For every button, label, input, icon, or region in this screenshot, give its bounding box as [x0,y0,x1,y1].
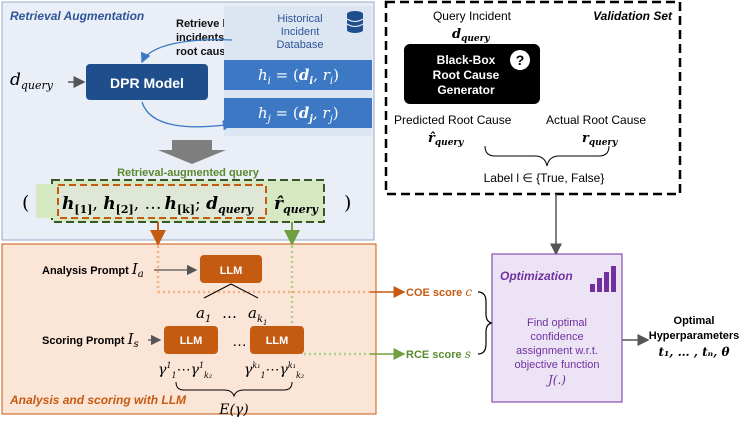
seq-text: h[1], h[2], …h[k]; dquery [62,194,254,216]
ak-text: ak1 [248,304,267,327]
opt-body-2: confidence [530,331,583,343]
validation-title: Validation Set [593,9,673,23]
llm-scoring-label-1: LLM [180,335,203,347]
hj-bar [224,98,372,128]
return-arrow [141,101,234,131]
label-brace [484,145,610,167]
opt-output-params: t₁, … , tₙ, θ [658,345,729,359]
dquery-left: dquery [10,70,54,92]
coe-score-label: COE score c [406,285,472,299]
seq-left-fill [36,184,56,218]
blackbox-line-1: Black-Box [437,53,496,67]
seq-close-paren: ) [344,192,351,214]
retrieve-arrow [140,39,233,64]
hi-bar [224,60,372,90]
rce-score-label: RCE score s [406,347,471,361]
hj-text: hj = (dj, rj) [258,104,339,125]
query-incident-label: Query Incident [433,9,512,23]
dpr-model-label: DPR Model [110,75,184,91]
opt-body-4: objective function [515,359,600,371]
gamma-right: γk₁1⋯γk₁k₂ [244,361,304,380]
blackbox-generator-box [404,44,540,104]
scoring-prompt-label: Scoring Prompt Is [42,330,139,350]
llm-analysis-label: LLM [220,265,243,277]
llm-output-lines [203,283,259,299]
retrieve-text-3: root causes [176,46,238,58]
opt-body-1: Find optimal [527,317,587,329]
a-dots: … [222,304,237,322]
llm-scoring-box-2 [250,326,304,354]
opt-output-title-1: Optimal [674,315,715,327]
blackbox-line-3: Generator [437,83,495,97]
score-brace [477,291,493,355]
history-box [57,184,267,219]
actual-root-cause-label: Actual Root Cause [546,113,646,127]
opt-body-3: assignment w.r.t. [516,345,598,357]
predicted-root-cause-label: Predicted Root Cause [394,113,512,127]
analysis-prompt-label: Analysis Prompt Ia [42,260,144,280]
predicted-rhat: r̂query [428,131,464,148]
label-set-text: Label l ∈ {True, False} [484,171,605,185]
query-label: Retrieval-augmented query [117,167,260,179]
database-icon [346,11,364,33]
db-title-1: Historical [277,13,322,25]
seq-rhat: r̂query [274,194,319,216]
gamma-left: γ11⋯γ1k₂ [158,361,212,380]
down-arrow-icon [158,140,226,164]
validation-dquery: dquery [452,27,490,44]
optimization-title: Optimization [500,269,573,283]
e-gamma: E(γ) [218,402,249,418]
opt-body-5: J(.) [545,373,566,387]
llm-scoring-label-2: LLM [266,335,289,347]
actual-r: rquery [582,131,618,148]
llm-dots: … [232,333,247,350]
llm-analysis-box [200,255,262,283]
dpr-model-box [86,64,208,100]
retrieval-title: Retrieval Augmentation [10,9,144,23]
hi-text: hi = (di, ri) [258,66,339,87]
opt-output-title-2: Hyperparameters [649,330,740,342]
bar-chart-icon [590,266,616,292]
question-icon-glyph: ? [516,52,525,68]
gamma-brace [175,381,293,398]
seq-open-paren: ( [22,192,29,214]
analysis-title: Analysis and scoring with LLM [9,393,187,407]
db-title-2: Incident [281,26,320,38]
llm-scoring-box-1 [164,326,218,354]
db-title-3: Database [276,39,323,51]
a1-text: a1 [196,304,211,325]
blackbox-line-2: Root Cause [433,68,500,82]
question-icon [510,50,530,70]
